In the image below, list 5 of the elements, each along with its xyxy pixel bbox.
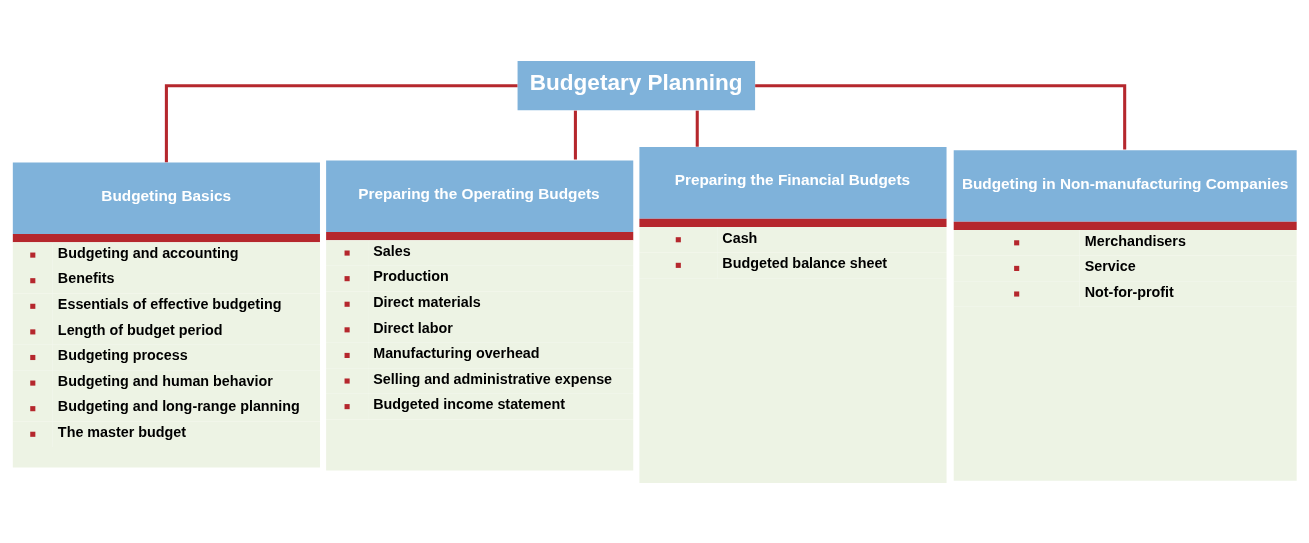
connector bbox=[755, 83, 1127, 150]
node-box: Budgetary Planning bbox=[517, 60, 756, 110]
connector bbox=[573, 110, 577, 159]
connector bbox=[695, 110, 699, 147]
connector bbox=[164, 83, 518, 162]
